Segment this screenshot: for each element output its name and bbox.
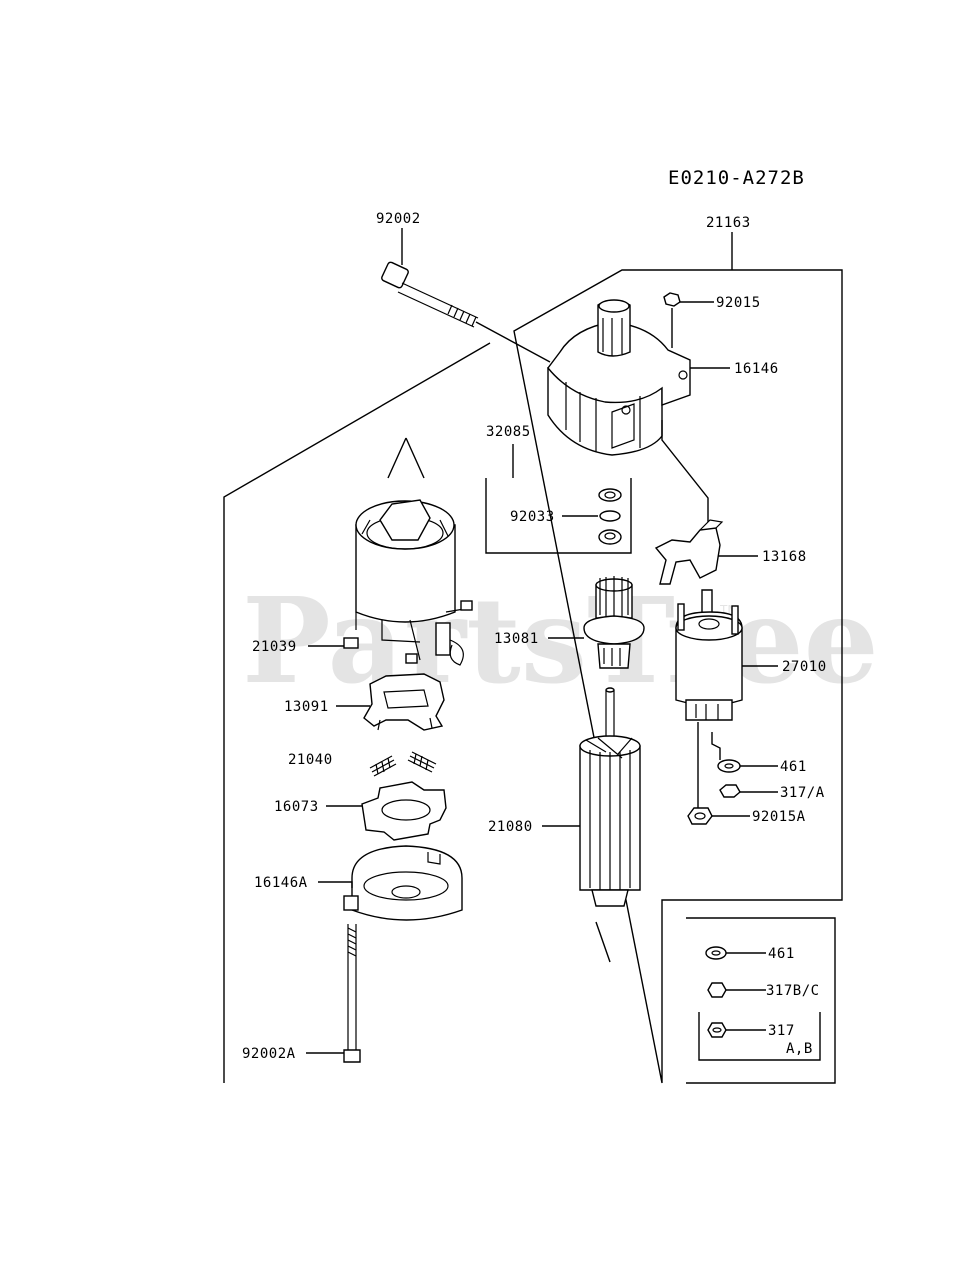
label-32085: 32085 bbox=[486, 424, 531, 440]
bracket-32085 bbox=[485, 478, 632, 554]
bolt-92002 bbox=[381, 261, 551, 363]
front-housing-16146 bbox=[547, 299, 709, 522]
label-21040: 21040 bbox=[288, 752, 333, 768]
rear-cover-16146a bbox=[318, 845, 463, 921]
armature-21080 bbox=[542, 687, 641, 963]
legend-box bbox=[686, 917, 836, 1084]
label-13081: 13081 bbox=[494, 631, 539, 647]
assembly-boundary bbox=[223, 269, 843, 1084]
label-13091: 13091 bbox=[284, 699, 329, 715]
legend-label-317bc: 317B/C bbox=[766, 983, 820, 999]
springs-21040 bbox=[369, 751, 437, 777]
label-92015: 92015 bbox=[716, 295, 761, 311]
label-16146: 16146 bbox=[734, 361, 779, 377]
washers-92033 bbox=[562, 488, 622, 545]
legend-label-461: 461 bbox=[768, 946, 795, 962]
label-21080: 21080 bbox=[488, 819, 533, 835]
diagram-code: E0210-A272B bbox=[668, 167, 805, 189]
label-461: 461 bbox=[780, 759, 807, 775]
legend-hardware bbox=[705, 946, 766, 1038]
label-92015a: 92015A bbox=[752, 809, 806, 825]
solenoid-27010 bbox=[675, 589, 778, 808]
label-92002: 92002 bbox=[376, 211, 421, 227]
plate-16073 bbox=[326, 781, 447, 841]
legend-sub-box bbox=[698, 1012, 821, 1061]
lever-13168 bbox=[654, 519, 758, 585]
partstree-watermark: PartsTree TM bbox=[242, 571, 879, 710]
nut-92015 bbox=[663, 292, 714, 348]
label-16146a: 16146A bbox=[254, 875, 308, 891]
label-92002a: 92002A bbox=[242, 1046, 296, 1062]
hardware-461-317a-92015a bbox=[687, 759, 778, 825]
label-317a: 317/A bbox=[780, 785, 825, 801]
label-21039: 21039 bbox=[252, 639, 297, 655]
legend-label-317: 317 bbox=[768, 1023, 795, 1039]
yoke-assembly bbox=[308, 437, 473, 666]
label-27010: 27010 bbox=[782, 659, 827, 675]
label-13168: 13168 bbox=[762, 549, 807, 565]
watermark-text: PartsTree bbox=[242, 571, 879, 710]
pinion-13081 bbox=[548, 576, 645, 669]
brush-holder-13091 bbox=[336, 673, 445, 731]
label-16073: 16073 bbox=[274, 799, 319, 815]
bolt-92002a bbox=[306, 924, 361, 1063]
label-92033: 92033 bbox=[510, 509, 555, 525]
label-21163: 21163 bbox=[706, 215, 751, 231]
legend-label-317ab: A,B bbox=[786, 1041, 813, 1057]
